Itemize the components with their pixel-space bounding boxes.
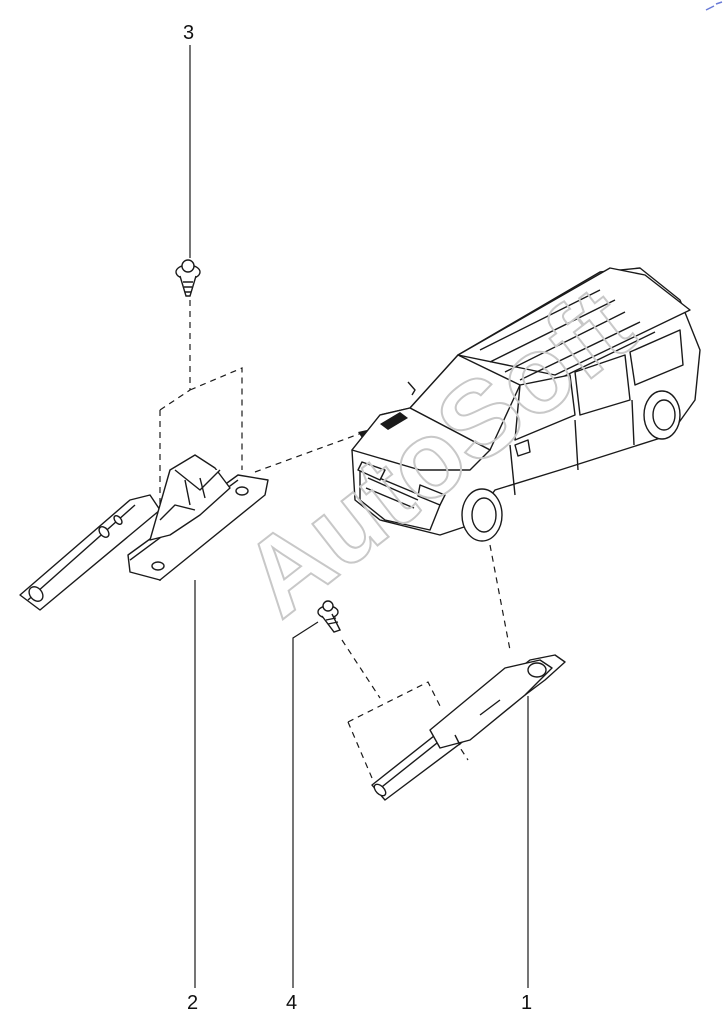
callout-4: 4	[286, 992, 298, 1014]
callout-1: 1	[521, 992, 533, 1014]
leader-line-4	[292, 621, 319, 988]
car-illustration	[351, 267, 701, 542]
wiper-location-marker	[380, 412, 408, 430]
bolt-part-3	[175, 259, 201, 297]
wiper-arm-part-2	[19, 454, 269, 611]
corner-mark	[705, 1, 723, 11]
bolt-part-4	[317, 600, 341, 633]
callout-3: 3	[183, 22, 195, 44]
wiper-arm-part-1	[371, 654, 566, 801]
callout-2: 2	[187, 992, 199, 1014]
